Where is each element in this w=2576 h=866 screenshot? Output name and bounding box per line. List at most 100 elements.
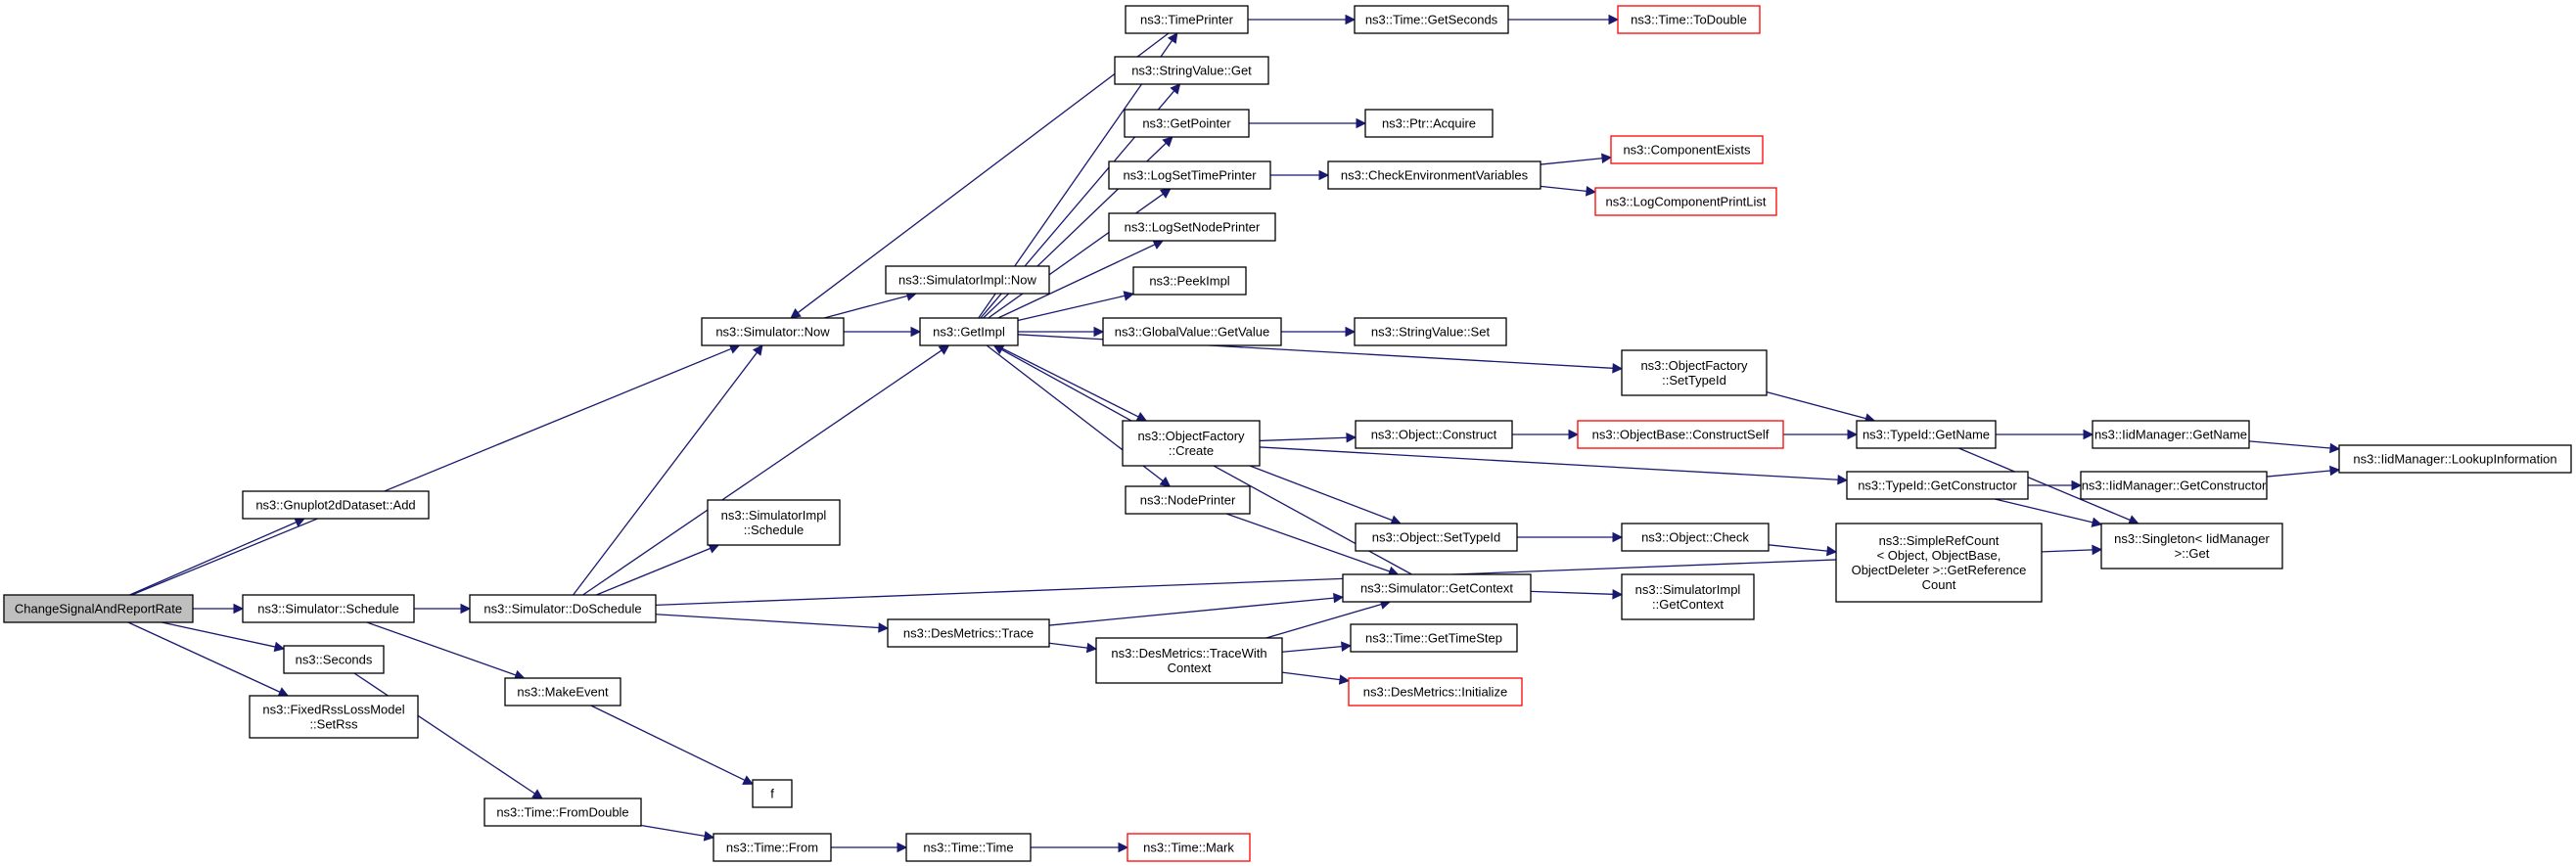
node-box — [1127, 833, 1251, 862]
node-label: ns3::Seconds — [296, 653, 373, 667]
node-gnuplot-add[interactable]: ns3::Gnuplot2dDataset::Add — [242, 490, 430, 520]
node-root[interactable]: ChangeSignalAndReportRate — [3, 594, 194, 623]
node-simimpl-schedule[interactable]: ns3::SimulatorImpl::Schedule — [707, 499, 841, 546]
node-obj-construct[interactable]: ns3::Object::Construct — [1355, 420, 1513, 449]
arrowhead-icon — [1608, 14, 1620, 25]
node-box — [1348, 677, 1523, 706]
edge-line — [1766, 391, 1866, 420]
node-label: ::GetContext — [1652, 597, 1724, 612]
node-label: ns3::GlobalValue::GetValue — [1115, 325, 1270, 340]
node-node-printer[interactable]: ns3::NodePrinter — [1125, 485, 1251, 515]
arrowhead-icon — [790, 308, 802, 319]
edge-line — [1048, 597, 1335, 626]
node-simimpl-getcontext[interactable]: ns3::SimulatorImpl::GetContext — [1621, 573, 1755, 620]
node-des-trace[interactable]: ns3::DesMetrics::Trace — [887, 618, 1050, 648]
node-label: ns3::NodePrinter — [1140, 493, 1236, 508]
node-box — [713, 833, 832, 862]
node-label: ns3::GetPointer — [1142, 116, 1231, 131]
arrowhead-icon — [1346, 432, 1357, 443]
edge-sim-now-to-get-impl — [844, 326, 922, 338]
edge-line — [1017, 334, 1614, 369]
node-obj-check[interactable]: ns3::Object::Check — [1621, 523, 1770, 552]
node-of-create[interactable]: ns3::ObjectFactory::Create — [1122, 420, 1261, 467]
node-from-double[interactable]: ns3::Time::FromDouble — [483, 798, 642, 827]
node-box — [242, 490, 430, 520]
edge-line — [1995, 498, 2093, 524]
node-check-env[interactable]: ns3::CheckEnvironmentVariables — [1327, 160, 1541, 190]
node-iid-getctor[interactable]: ns3::IidManager::GetConstructor — [2080, 471, 2268, 500]
node-singleton-get[interactable]: ns3::Singleton< IidManager>::Get — [2100, 523, 2283, 570]
node-get-impl[interactable]: ns3::GetImpl — [919, 317, 1019, 346]
edge-obj-settypeid-to-obj-check — [1517, 531, 1624, 543]
node-sim-schedule[interactable]: ns3::Simulator::Schedule — [242, 594, 415, 623]
node-typeid-getname[interactable]: ns3::TypeId::GetName — [1856, 420, 1997, 449]
node-simimpl-now[interactable]: ns3::SimulatorImpl::Now — [885, 265, 1050, 295]
node-label: Count — [1922, 577, 1956, 592]
edge-of-create-to-typeid-getctor — [1259, 446, 1849, 485]
node-typeid-getctor[interactable]: ns3::TypeId::GetConstructor — [1846, 471, 2029, 500]
edge-of-create-to-obj-settypeid — [1249, 465, 1403, 525]
edge-line — [590, 705, 746, 781]
node-log-comp-print[interactable]: ns3::LogComponentPrintList — [1594, 187, 1777, 216]
arrowhead-icon — [1341, 641, 1353, 652]
node-label: ns3::LogSetTimePrinter — [1123, 168, 1257, 183]
node-time-todouble[interactable]: ns3::Time::ToDouble — [1617, 5, 1761, 34]
node-of-settypeid[interactable]: ns3::ObjectFactory::SetTypeId — [1621, 349, 1768, 396]
node-seconds[interactable]: ns3::Seconds — [283, 645, 385, 674]
edge-time-time-to-time-mark — [1030, 842, 1129, 853]
arrowhead-icon — [703, 831, 715, 842]
edge-line — [582, 349, 943, 596]
node-gv-getvalue[interactable]: ns3::GlobalValue::GetValue — [1102, 317, 1282, 346]
node-get-pointer[interactable]: ns3::GetPointer — [1124, 109, 1250, 138]
edge-line — [573, 351, 758, 596]
edge-line — [1281, 645, 1343, 653]
node-sim-now[interactable]: ns3::Simulator::Now — [701, 317, 845, 346]
edge-line — [353, 672, 535, 795]
node-make-event[interactable]: ns3::MakeEvent — [504, 677, 621, 706]
node-des-initialize[interactable]: ns3::DesMetrics::Initialize — [1348, 677, 1523, 706]
node-iid-lookup[interactable]: ns3::IidManager::LookupInformation — [2338, 444, 2572, 474]
node-label: ns3::ComponentExists — [1623, 143, 1751, 158]
node-log-set-time[interactable]: ns3::LogSetTimePrinter — [1108, 160, 1271, 190]
node-peek-impl[interactable]: ns3::PeekImpl — [1132, 266, 1247, 296]
arrowhead-icon — [742, 775, 755, 785]
node-f[interactable]: f — [752, 779, 793, 808]
node-box — [1621, 349, 1768, 396]
arrowhead-icon — [897, 842, 908, 853]
node-label: ns3::ObjectFactory — [1640, 358, 1748, 373]
node-time-from[interactable]: ns3::Time::From — [713, 833, 832, 862]
node-objbase-construct[interactable]: ns3::ObjectBase::ConstructSelf — [1577, 420, 1784, 449]
node-label: f — [770, 787, 774, 801]
node-time-gettimestep[interactable]: ns3::Time::GetTimeStep — [1350, 623, 1518, 653]
node-box — [1350, 623, 1518, 653]
arrowhead-icon — [1338, 674, 1351, 685]
node-simple-refcount[interactable]: ns3::SimpleRefCount< Object, ObjectBase,… — [1835, 523, 2043, 603]
node-stringvalue-set[interactable]: ns3::StringValue::Set — [1354, 317, 1507, 346]
edge-line — [1768, 544, 1828, 552]
node-box — [504, 677, 621, 706]
node-stringvalue-get[interactable]: ns3::StringValue::Get — [1114, 56, 1269, 85]
node-time-mark[interactable]: ns3::Time::Mark — [1127, 833, 1251, 862]
edge-line — [1540, 185, 1587, 192]
arrowhead-icon — [1162, 136, 1173, 148]
node-box — [1095, 637, 1283, 684]
node-iid-getname[interactable]: ns3::IidManager::GetName — [2092, 420, 2250, 449]
edge-log-set-time-to-check-env — [1270, 169, 1330, 181]
node-time-time[interactable]: ns3::Time::Time — [905, 833, 1032, 862]
node-obj-settypeid[interactable]: ns3::Object::SetTypeId — [1355, 523, 1518, 552]
node-fixed-rss[interactable]: ns3::FixedRssLossModel::SetRss — [249, 695, 419, 739]
edge-line — [1017, 295, 1126, 322]
node-time-getseconds[interactable]: ns3::Time::GetSeconds — [1354, 5, 1509, 34]
node-component-exists[interactable]: ns3::ComponentExists — [1610, 135, 1764, 164]
node-time-printer[interactable]: ns3::TimePrinter — [1125, 5, 1249, 34]
node-label: ns3::Ptr::Acquire — [1382, 116, 1476, 131]
node-log-set-node[interactable]: ns3::LogSetNodePrinter — [1108, 212, 1276, 242]
node-box — [1354, 5, 1509, 34]
edge-line — [2266, 470, 2331, 478]
node-label: ns3::Object::Check — [1641, 530, 1749, 545]
node-sim-getcontext[interactable]: ns3::Simulator::GetContext — [1342, 573, 1532, 603]
node-do-schedule[interactable]: ns3::Simulator::DoSchedule — [469, 594, 657, 623]
node-ptr-acquire[interactable]: ns3::Ptr::Acquire — [1364, 109, 1494, 138]
edge-get-impl-to-log-set-time — [988, 188, 1172, 319]
